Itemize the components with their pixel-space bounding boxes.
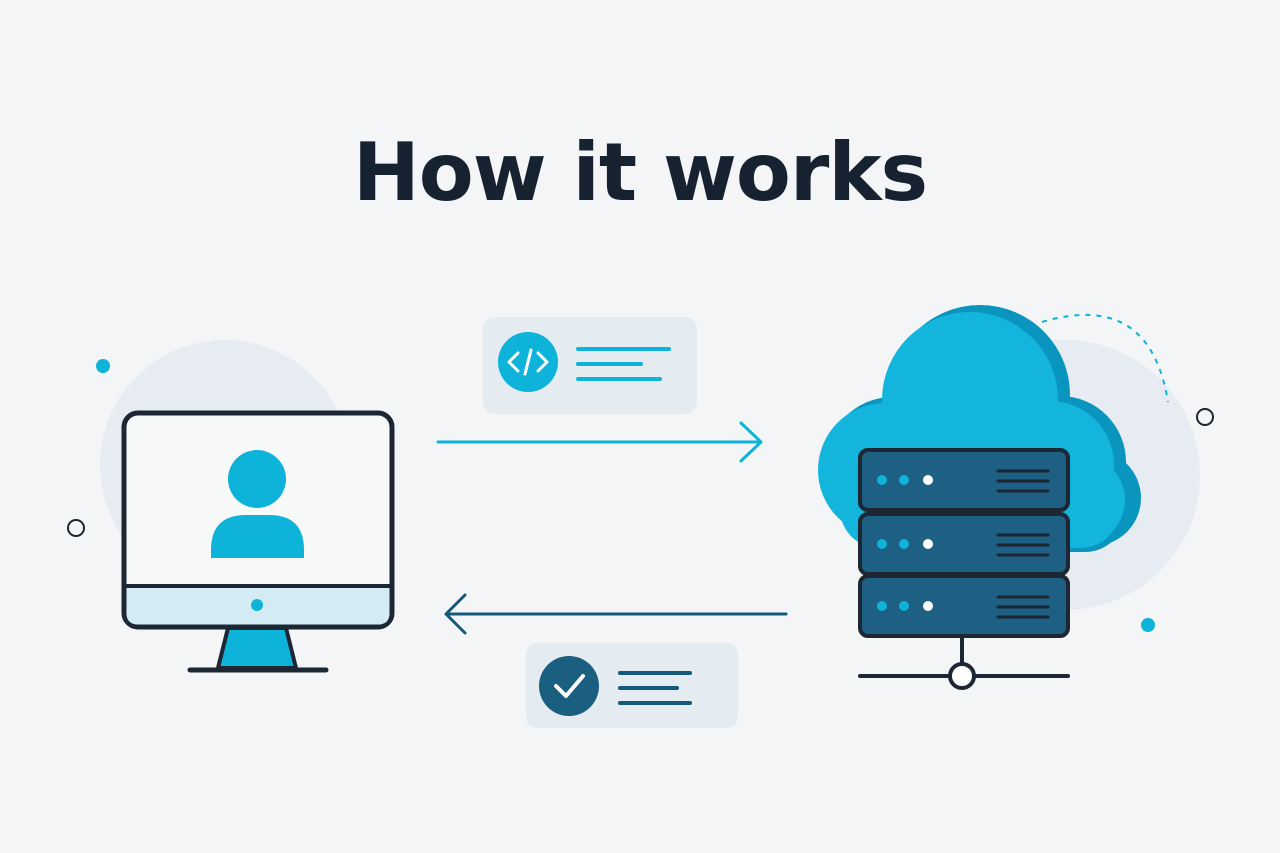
check-icon [539,656,599,716]
monitor-icon [121,410,395,673]
response-card [526,643,738,728]
request-card [483,317,697,414]
page-title: How it works [352,126,928,219]
monitor-power-dot [251,599,263,611]
server-unit [858,574,1070,638]
server-unit [858,448,1070,512]
response-arrow [444,593,788,635]
monitor-stand [216,626,298,670]
decor-dashed-arc [1041,313,1169,403]
server-unit [858,512,1070,576]
decor-dot [96,359,110,373]
code-icon [498,332,558,392]
server-rack-icon [858,448,1070,690]
user-icon [211,450,304,558]
decor-ring [1196,408,1214,426]
request-arrow [436,421,763,463]
decor-dot [1141,618,1155,632]
decor-ring [67,519,85,537]
network-connector [858,638,1070,690]
